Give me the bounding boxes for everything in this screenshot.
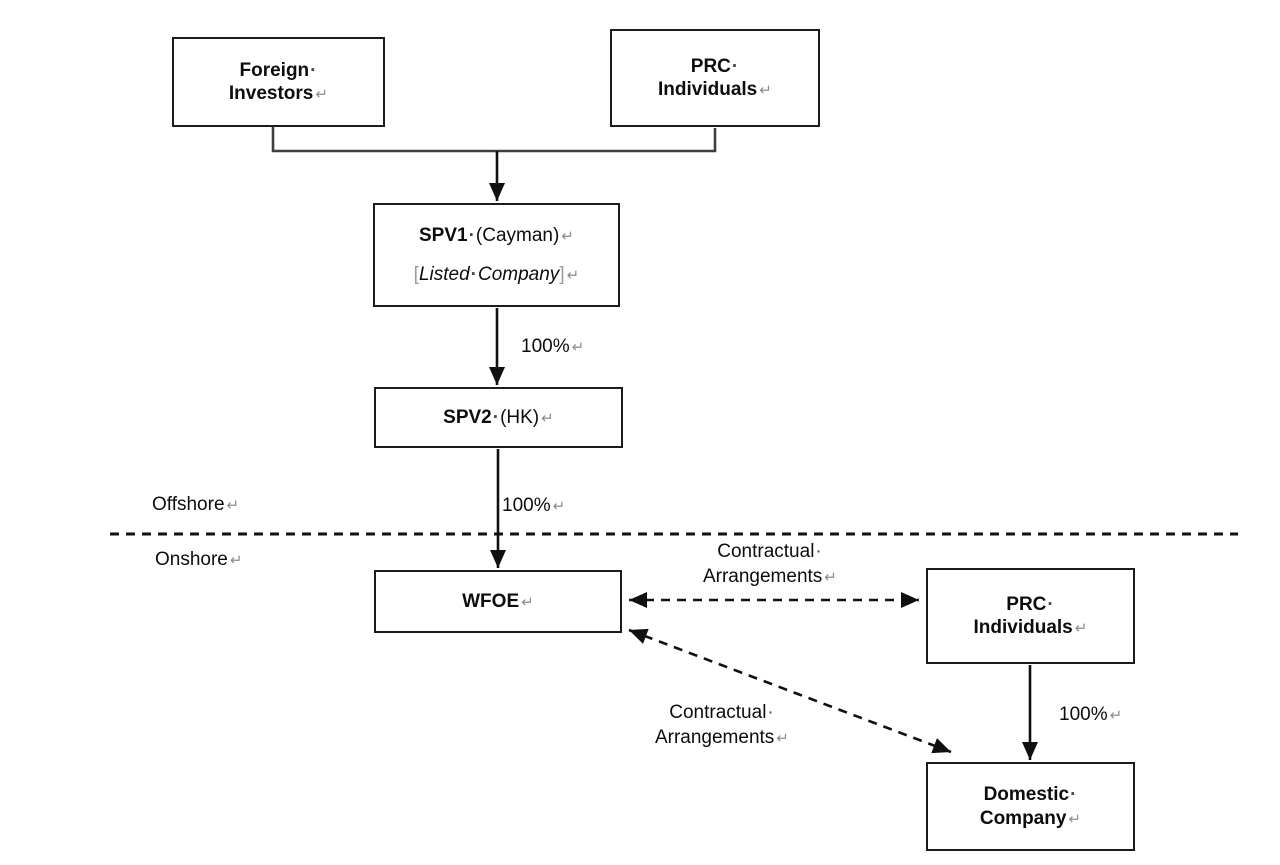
return-mark: ↵ (1068, 810, 1082, 828)
pct-text: 100% (502, 495, 551, 516)
prc-individuals-top-box: PRC· Individuals↵ (610, 29, 820, 127)
foreign-investors-line2: Investors↵ (229, 82, 328, 105)
contractual-word: Contractual (669, 702, 767, 723)
prc-individuals-top-line2: Individuals↵ (658, 78, 772, 101)
space-mark: · (492, 406, 500, 428)
contractual-arrangements-label-wfoe-prc: Contractual· Arrangements↵ (655, 539, 885, 590)
domestic-company-word1: Domestic (983, 784, 1070, 806)
return-mark: ↵ (552, 498, 566, 515)
domestic-company-line2: Company↵ (980, 807, 1081, 830)
open-bracket: [ (413, 263, 419, 285)
return-mark: ↵ (759, 82, 772, 99)
onshore-text: Onshore (155, 549, 228, 570)
spv2-title-line: SPV2·(HK)↵ (443, 406, 554, 429)
arrangements-word: Arrangements (702, 566, 823, 587)
spv2-jurisdiction: (HK) (500, 406, 540, 428)
space-mark: · (310, 59, 317, 81)
space-mark: · (470, 263, 477, 285)
prc-individuals-top-line1: PRC· (691, 55, 739, 78)
prc-individuals-top-word1: PRC (690, 55, 731, 77)
prc-individuals-onshore-word1: PRC (1006, 593, 1047, 615)
space-mark: · (731, 55, 739, 77)
return-mark: ↵ (571, 339, 585, 356)
domestic-company-word2: Company (979, 807, 1067, 829)
foreign-investors-word1: Foreign (239, 59, 310, 81)
wfoe-name: WFOE (462, 590, 520, 612)
top-merge-connector-line (271, 126, 717, 153)
space-mark: · (767, 702, 774, 723)
wfoe-box: WFOE↵ (374, 570, 622, 633)
foreign-investors-word2: Investors (228, 83, 314, 104)
spv2-box: SPV2·(HK)↵ (374, 387, 623, 448)
prc-individuals-onshore-line1: PRC· (1006, 593, 1054, 616)
return-mark: ↵ (541, 409, 554, 427)
spv1-name: SPV1 (418, 225, 468, 247)
foreign-investors-box: Foreign· Investors↵ (172, 37, 385, 127)
domestic-company-line1: Domestic· (984, 783, 1078, 806)
domestic-company-box: Domestic· Company↵ (926, 762, 1135, 851)
space-mark: · (1047, 593, 1054, 615)
ownership-label-spv1-spv2: 100%↵ (521, 336, 584, 358)
space-mark: · (1070, 784, 1077, 806)
return-mark: ↵ (315, 86, 329, 103)
contractual-word: Contractual (717, 541, 815, 562)
pct-text: 100% (521, 336, 570, 357)
space-mark: · (815, 541, 822, 562)
wfoe-title-line: WFOE↵ (462, 590, 534, 613)
spv1-subtitle-line: [Listed·Company]↵ (414, 263, 580, 286)
spv2-name: SPV2 (443, 406, 492, 428)
onshore-label: Onshore↵ (155, 549, 243, 571)
return-mark: ↵ (226, 497, 240, 514)
return-mark: ↵ (1074, 620, 1088, 637)
foreign-investors-line1: Foreign· (240, 59, 318, 82)
contractual-line1: Contractual· (655, 539, 885, 564)
return-mark: ↵ (229, 552, 243, 569)
prc-individuals-onshore-box: PRC· Individuals↵ (926, 568, 1135, 664)
contractual-arrangements-label-wfoe-domestic: Contractual· Arrangements↵ (607, 700, 837, 751)
return-mark: ↵ (566, 266, 580, 284)
return-mark: ↵ (824, 569, 838, 586)
offshore-label: Offshore↵ (152, 494, 239, 516)
prc-individuals-top-word2: Individuals (658, 79, 758, 100)
spv1-title-line: SPV1·(Cayman)↵ (419, 224, 574, 247)
spv1-subtitle-word1: Listed (418, 263, 470, 285)
ownership-label-prc-domestic: 100%↵ (1059, 704, 1122, 726)
close-bracket: ] (559, 263, 565, 285)
spv1-jurisdiction: (Cayman) (475, 225, 560, 247)
return-mark: ↵ (776, 730, 790, 747)
return-mark: ↵ (1109, 707, 1123, 724)
offshore-text: Offshore (152, 494, 225, 515)
pct-text: 100% (1059, 704, 1108, 725)
arrangements-word: Arrangements (654, 727, 775, 748)
return-mark: ↵ (521, 593, 534, 611)
prc-individuals-onshore-word2: Individuals (973, 617, 1073, 638)
contractual-line2: Arrangements↵ (607, 725, 837, 751)
prc-individuals-onshore-line2: Individuals↵ (974, 616, 1088, 639)
return-mark: ↵ (561, 228, 575, 246)
contractual-line2: Arrangements↵ (655, 564, 885, 590)
ownership-label-spv2-wfoe: 100%↵ (502, 495, 565, 517)
spv1-box: SPV1·(Cayman)↵ [Listed·Company]↵ (373, 203, 620, 307)
space-mark: · (468, 225, 475, 247)
spv1-subtitle-word2: Company (477, 263, 560, 285)
contractual-line1: Contractual· (607, 700, 837, 725)
